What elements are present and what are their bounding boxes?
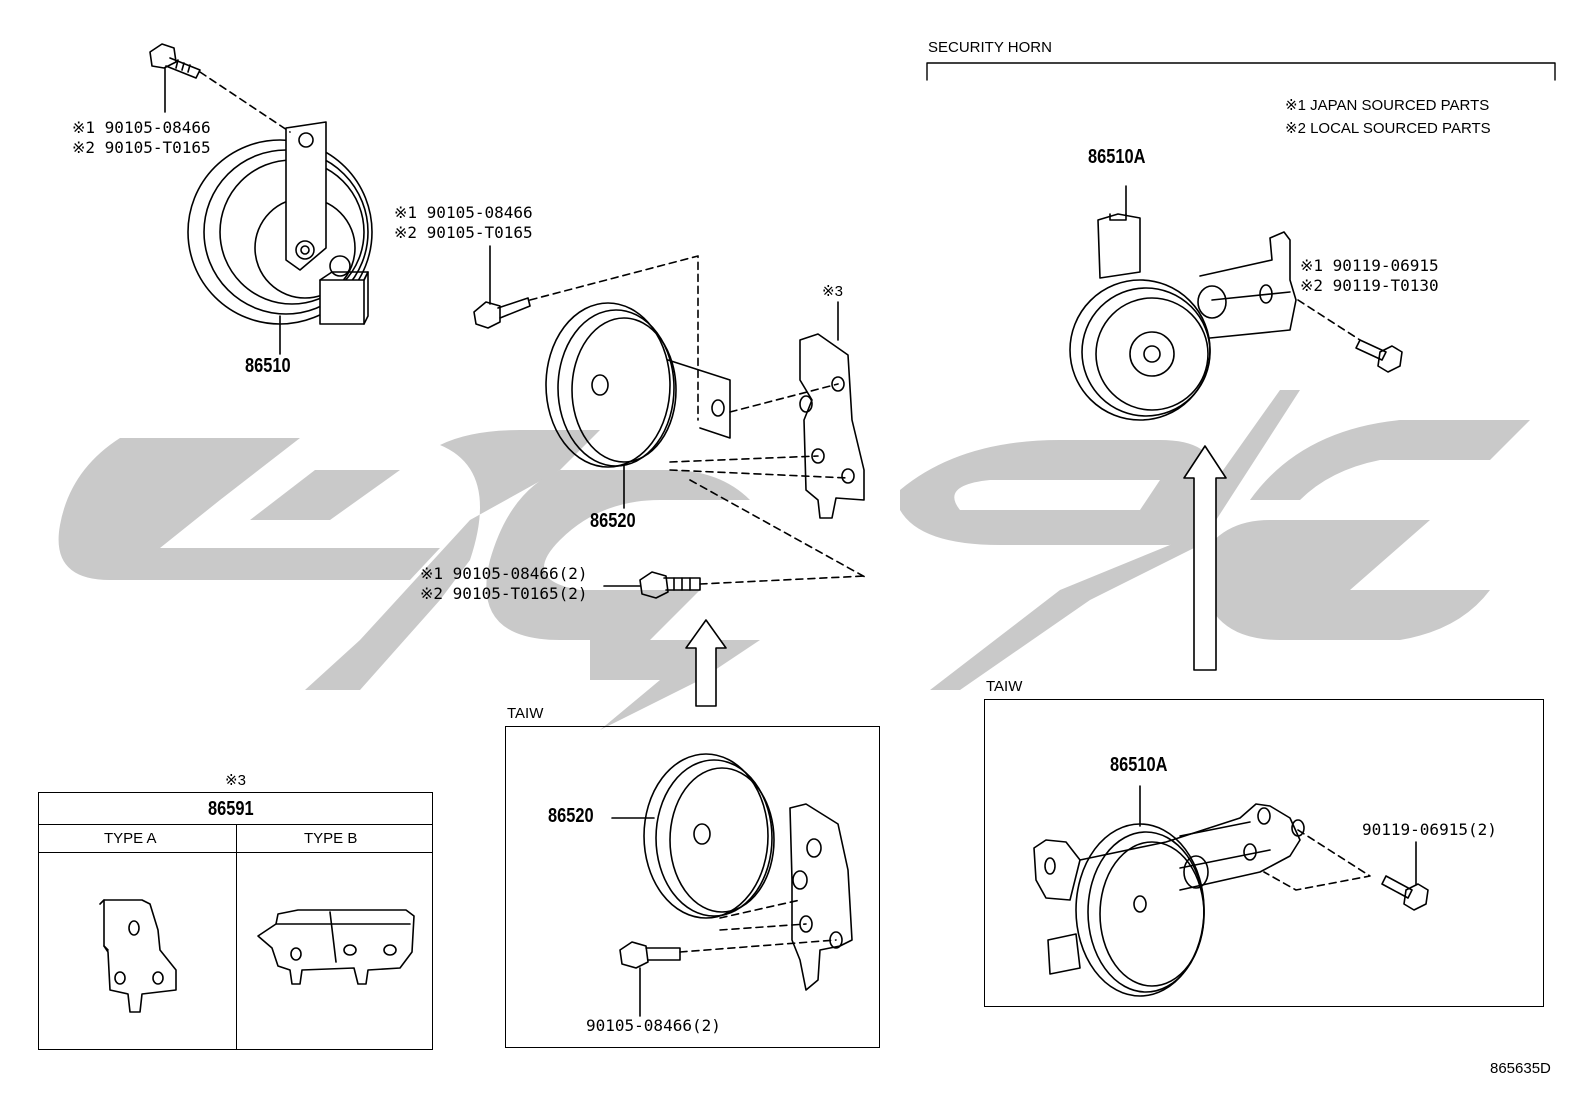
horn-86520-taiw-drawing: [643, 753, 853, 991]
bolt-tl-line2: ※2 90105-T0165: [72, 138, 211, 157]
part-86520-taiw-label: 86520: [548, 805, 594, 827]
taiw-center-box: [505, 726, 880, 1048]
arrow-up-right: [1183, 445, 1227, 671]
horn-86510a-taiw-drawing: [1033, 803, 1305, 997]
bolt-top-left: [149, 43, 201, 79]
bolt-tl-line1: ※1 90105-08466: [72, 118, 211, 137]
arrow-up-center: [685, 619, 727, 707]
horn-86510-drawing: [187, 121, 373, 325]
table-divider-1: [38, 824, 433, 825]
security-horn-title: SECURITY HORN: [928, 39, 1052, 56]
part-86510a-taiw-label: 86510A: [1110, 754, 1168, 776]
taiw-center-label: TAIW: [507, 705, 544, 722]
part-86510-label: 86510: [245, 355, 291, 377]
note-japan-sourced: ※1 JAPAN SOURCED PARTS: [1285, 97, 1490, 114]
dash-bolt-tl: [199, 71, 291, 133]
taiw-right-box: [984, 699, 1544, 1007]
taiw-right-label: TAIW: [986, 678, 1023, 695]
bracket-type-a-drawing: [99, 899, 177, 1013]
bolt-center-top: [473, 297, 531, 329]
note-local-sourced: ※2 LOCAL SOURCED PARTS: [1285, 120, 1491, 137]
part-86520-label: 86520: [590, 510, 636, 532]
diagram-code: 865635D: [1490, 1060, 1551, 1077]
bolt-rt-line2: ※2 90119-T0130: [1300, 276, 1439, 295]
part-86591-label: 86591: [208, 798, 254, 820]
horn-86520-drawing: [545, 302, 731, 468]
bolt-taiw-right: [1381, 875, 1429, 911]
bracket-table: [38, 792, 433, 1050]
dash-bolt-ct: [529, 255, 699, 421]
bolt-cb-line2: ※2 90105-T0165(2): [420, 584, 588, 603]
table-divider-col: [236, 824, 237, 1050]
bolt-ct-line2: ※2 90105-T0165: [394, 223, 533, 242]
type-a-header: TYPE A: [104, 830, 157, 847]
bracket-table-ref: ※3: [225, 772, 246, 789]
bolt-ct-line1: ※1 90105-08466: [394, 203, 533, 222]
bolt-right-top: [1355, 339, 1403, 373]
watermark-logo: [58, 390, 1530, 730]
bolt-rt-line1: ※1 90119-06915: [1300, 256, 1439, 275]
type-b-header: TYPE B: [304, 830, 358, 847]
table-divider-2: [38, 852, 433, 853]
bolt-center-bottom: [639, 571, 701, 599]
bolt-taiw-center-label: 90105-08466(2): [586, 1016, 721, 1035]
security-horn-bracket: [926, 62, 1556, 81]
bolt-taiw-right-label: 90119-06915(2): [1362, 820, 1497, 839]
bracket-type-b-drawing: [257, 909, 415, 985]
bracket-86591-center: [799, 333, 865, 519]
bracket-ref-center: ※3: [822, 283, 843, 300]
part-86510a-label: 86510A: [1088, 146, 1146, 168]
horn-86510a-drawing: [1069, 213, 1297, 421]
bolt-cb-line1: ※1 90105-08466(2): [420, 564, 588, 583]
bolt-taiw-center: [619, 941, 681, 969]
